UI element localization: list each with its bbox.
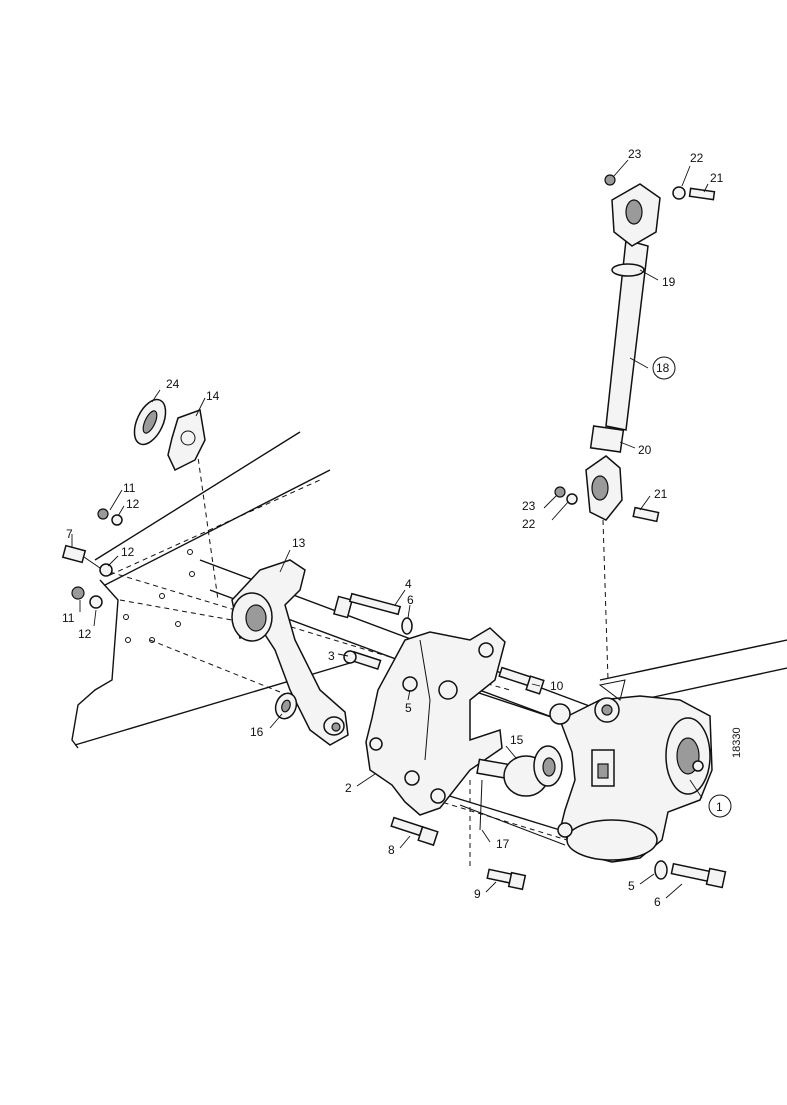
- callout-4: 4: [405, 577, 412, 591]
- callout-17: 17: [496, 837, 510, 851]
- callout-16: 16: [250, 725, 264, 739]
- callout-7: 7: [66, 527, 73, 541]
- callout-23-lower: 23: [522, 499, 536, 513]
- callout-14: 14: [206, 389, 220, 403]
- callout-10: 10: [550, 679, 564, 693]
- callout-9: 9: [474, 887, 481, 901]
- upper-universal-joint: [604, 174, 716, 247]
- callout-6-lower: 6: [654, 895, 661, 909]
- bushing-part-24: [133, 398, 167, 446]
- steering-gearbox-part-1: [549, 679, 713, 863]
- callout-12-mid: 12: [121, 545, 135, 559]
- callout-13: 13: [292, 536, 306, 550]
- callout-22-upper: 22: [690, 151, 704, 165]
- reference-code: 18330: [731, 727, 743, 758]
- callout-20: 20: [638, 443, 652, 457]
- callout-6-upper: 6: [407, 593, 414, 607]
- callout-12-upper: 12: [126, 497, 140, 511]
- joint-part-15: [476, 745, 563, 831]
- callout-1-circled: 1: [716, 800, 723, 814]
- steering-arm-part-13: [231, 559, 349, 746]
- callout-5-lower: 5: [628, 879, 635, 893]
- callout-21-lower: 21: [654, 487, 668, 501]
- callout-23-upper: 23: [628, 147, 642, 161]
- callout-11-upper: 11: [123, 481, 136, 495]
- callout-5-upper: 5: [405, 701, 412, 715]
- callout-24: 24: [166, 377, 180, 391]
- callout-12-lower: 12: [78, 627, 92, 641]
- callout-8: 8: [388, 843, 395, 857]
- bracket-part-2: [365, 627, 506, 816]
- callout-18-circled: 18: [656, 361, 670, 375]
- callout-labels: 24 14 11 12 7 12 11 12 13 4 6 3 10 5 16 …: [62, 147, 743, 909]
- bolts-bracket: [332, 592, 545, 891]
- fasteners-left: [61, 508, 123, 609]
- steering-shaft-part-18: [589, 239, 649, 453]
- callout-15: 15: [510, 733, 524, 747]
- callout-11-lower: 11: [62, 611, 75, 625]
- plate-part-14: [167, 408, 206, 472]
- washer-part-16: [274, 692, 298, 720]
- leader-lines: [71, 159, 709, 899]
- bolt-part-6: [654, 860, 727, 889]
- callout-2: 2: [345, 781, 352, 795]
- callout-22-lower: 22: [522, 517, 536, 531]
- callout-21-upper: 21: [710, 171, 724, 185]
- callout-19: 19: [662, 275, 676, 289]
- lower-universal-joint: [554, 455, 660, 523]
- callout-3: 3: [328, 649, 335, 663]
